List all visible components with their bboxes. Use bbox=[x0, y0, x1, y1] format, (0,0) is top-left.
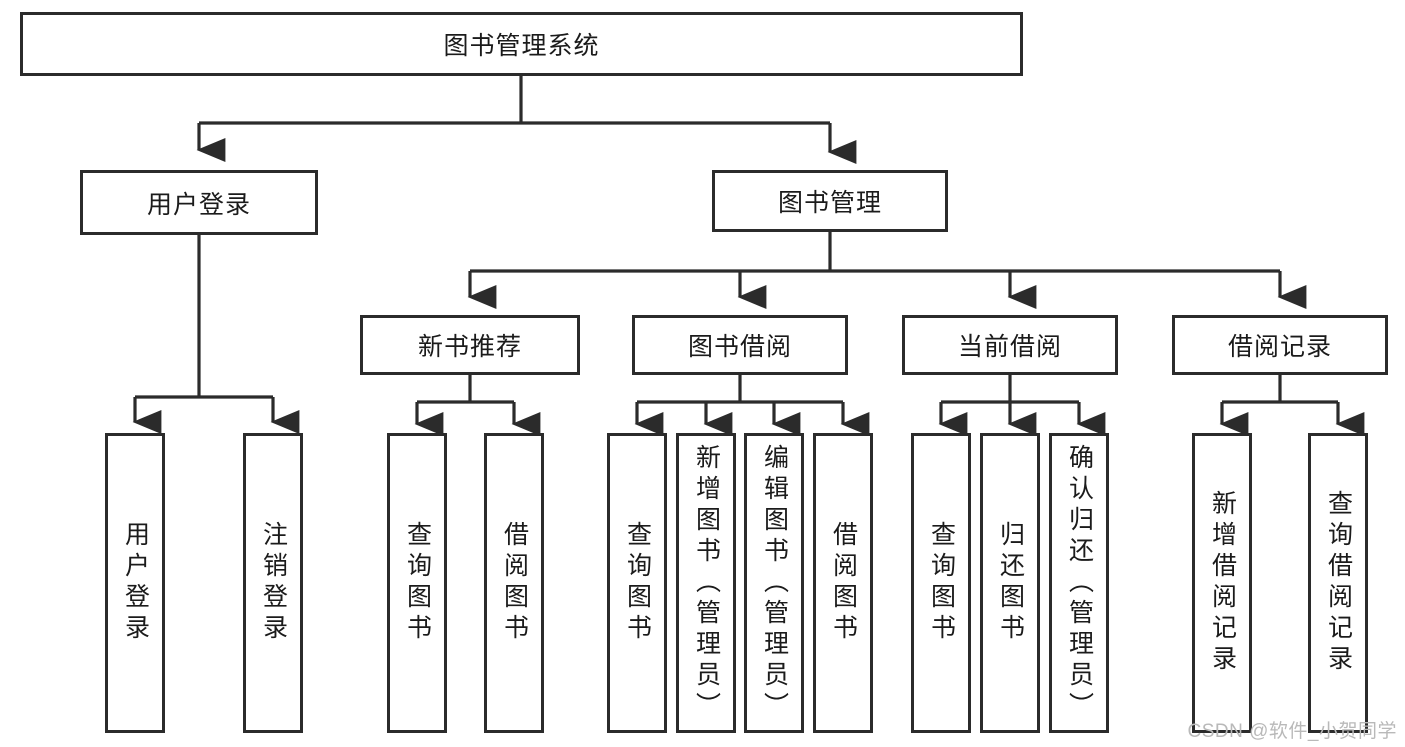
node-label: 借阅记录 bbox=[1227, 333, 1332, 361]
node-book-management-system[interactable]: 图书管理系统 bbox=[20, 12, 1023, 76]
node-label: 借阅图书 bbox=[500, 521, 529, 645]
node-label: 新增图书（管理员） bbox=[692, 443, 721, 723]
leaf-user-logout[interactable]: 注销登录 bbox=[243, 433, 303, 733]
edge-group-borrow-record bbox=[1219, 375, 1365, 436]
node-label: 查询图书 bbox=[623, 521, 652, 645]
leaf-query-book-2[interactable]: 查询图书 bbox=[607, 433, 667, 733]
node-label: 当前借阅 bbox=[957, 333, 1062, 361]
edge-group-user-login bbox=[132, 235, 300, 434]
leaf-add-book[interactable]: 新增图书（管理员） bbox=[676, 433, 736, 733]
leaf-user-login[interactable]: 用户登录 bbox=[105, 433, 165, 733]
node-label: 归还图书 bbox=[996, 521, 1025, 645]
node-label: 借阅图书 bbox=[829, 521, 858, 645]
edge-group-root bbox=[196, 76, 857, 164]
node-label: 新增借阅记录 bbox=[1208, 490, 1237, 676]
leaf-borrow-book-2[interactable]: 借阅图书 bbox=[813, 433, 873, 733]
node-label: 查询图书 bbox=[403, 521, 432, 645]
node-borrow-record[interactable]: 借阅记录 bbox=[1172, 315, 1388, 375]
leaf-query-book-3[interactable]: 查询图书 bbox=[911, 433, 971, 733]
node-label: 图书管理 bbox=[777, 189, 882, 217]
leaf-add-record[interactable]: 新增借阅记录 bbox=[1192, 433, 1252, 733]
edge-group-new-book bbox=[414, 375, 541, 436]
node-label: 用户登录 bbox=[146, 190, 251, 219]
edge-group-current-borrow bbox=[938, 375, 1106, 436]
node-label: 确认归还（管理员） bbox=[1065, 443, 1094, 723]
node-label: 图书借阅 bbox=[687, 333, 792, 361]
leaf-query-record[interactable]: 查询借阅记录 bbox=[1308, 433, 1368, 733]
node-current-borrow[interactable]: 当前借阅 bbox=[902, 315, 1118, 375]
leaf-edit-book[interactable]: 编辑图书（管理员） bbox=[744, 433, 804, 733]
node-label: 用户登录 bbox=[121, 521, 150, 645]
leaf-borrow-book-1[interactable]: 借阅图书 bbox=[484, 433, 544, 733]
node-label: 图书管理系统 bbox=[443, 32, 600, 60]
edge-group-book-manage bbox=[467, 232, 1307, 309]
leaf-query-book-1[interactable]: 查询图书 bbox=[387, 433, 447, 733]
node-book-borrow[interactable]: 图书借阅 bbox=[632, 315, 848, 375]
edge-group-book-borrow bbox=[634, 375, 870, 436]
node-new-book-recommend[interactable]: 新书推荐 bbox=[360, 315, 580, 375]
node-label: 新书推荐 bbox=[417, 333, 522, 361]
node-book-manage[interactable]: 图书管理 bbox=[712, 170, 948, 232]
leaf-confirm-return[interactable]: 确认归还（管理员） bbox=[1049, 433, 1109, 733]
node-label: 查询借阅记录 bbox=[1324, 490, 1353, 676]
node-user-login[interactable]: 用户登录 bbox=[80, 170, 318, 235]
node-label: 注销登录 bbox=[259, 521, 288, 645]
node-label: 查询图书 bbox=[927, 521, 956, 645]
leaf-return-book[interactable]: 归还图书 bbox=[980, 433, 1040, 733]
node-label: 编辑图书（管理员） bbox=[760, 443, 789, 723]
